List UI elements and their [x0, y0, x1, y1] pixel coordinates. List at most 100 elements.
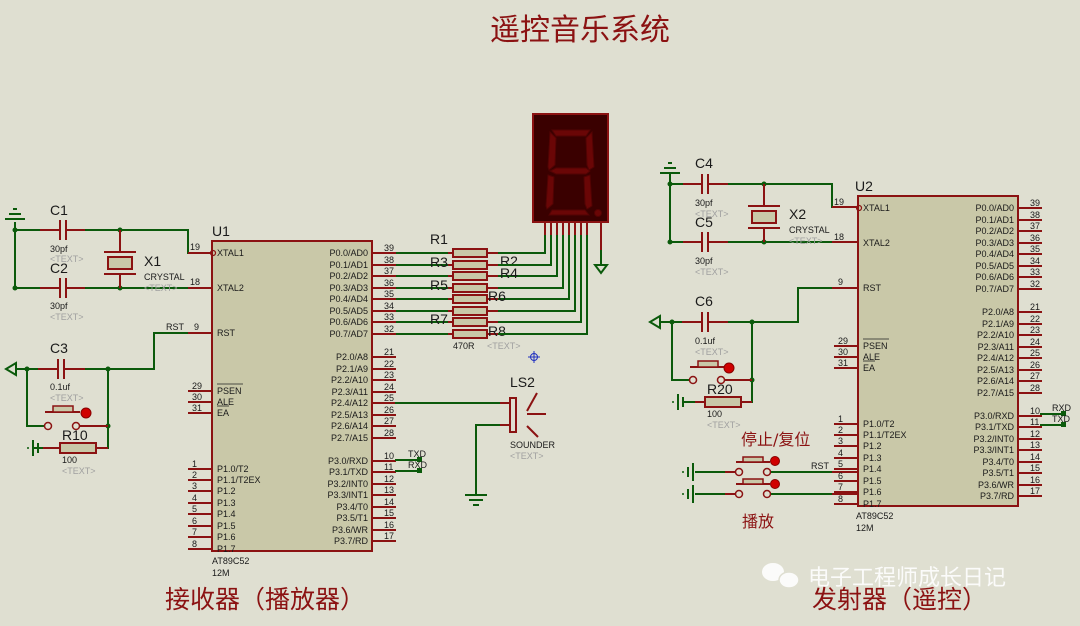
pin-label: P2.1/A9: [982, 319, 1014, 329]
svg-text:21: 21: [1030, 302, 1040, 312]
svg-text:电子工程师成长日记: 电子工程师成长日记: [808, 566, 1006, 591]
transmitter-caption: 发射器（遥控）: [812, 585, 987, 614]
svg-text:36: 36: [1030, 233, 1040, 243]
svg-text:35: 35: [1030, 244, 1040, 254]
svg-text:5: 5: [192, 504, 197, 514]
svg-text:30pf: 30pf: [695, 256, 713, 266]
svg-text:30: 30: [192, 392, 202, 402]
svg-text:18: 18: [190, 277, 200, 287]
svg-text:RXD: RXD: [1052, 403, 1072, 413]
svg-text:<TEXT>: <TEXT>: [50, 254, 84, 264]
svg-text:12: 12: [384, 474, 394, 484]
receiver-caption: 接收器（播放器）: [165, 585, 365, 614]
svg-text:17: 17: [1030, 486, 1040, 496]
svg-text:31: 31: [192, 403, 202, 413]
pin-label: P3.6/WR: [332, 525, 369, 535]
svg-text:37: 37: [384, 266, 394, 276]
svg-text:14: 14: [384, 497, 394, 507]
svg-text:12: 12: [1030, 429, 1040, 439]
pin-label: P0.7/AD7: [975, 284, 1014, 294]
svg-text:32: 32: [1030, 279, 1040, 289]
reset-button-transmitter[interactable]: [688, 360, 753, 385]
svg-text:R5: R5: [430, 277, 448, 293]
svg-text:26: 26: [384, 405, 394, 415]
pin-label: P3.1/TXD: [975, 422, 1015, 432]
svg-text:38: 38: [1030, 210, 1040, 220]
svg-text:8: 8: [838, 494, 843, 504]
svg-text:0.1uf: 0.1uf: [50, 382, 71, 392]
seven-segment-display: [532, 113, 609, 275]
svg-text:8: 8: [192, 539, 197, 549]
pin-label: P3.1/TXD: [329, 467, 369, 477]
pin-label: P2.3/A11: [978, 342, 1014, 352]
reset-button-receiver[interactable]: [43, 405, 109, 431]
pin-label: P0.7/AD7: [329, 329, 368, 339]
svg-text:21: 21: [384, 347, 394, 357]
pin-label: P1.4: [863, 464, 882, 474]
svg-text:RXD: RXD: [408, 460, 428, 470]
resistor-r7: R7: [430, 311, 498, 327]
svg-text:CRYSTAL: CRYSTAL: [144, 272, 185, 282]
capacitor-c5: C5 30pf <TEXT>: [670, 214, 729, 277]
svg-text:12M: 12M: [856, 523, 874, 533]
pin-label: P3.4/T0: [982, 457, 1014, 467]
stop-reset-button[interactable]: [695, 456, 858, 477]
pin-label: P0.4/AD4: [329, 294, 368, 304]
pin-label: XTAL2: [863, 238, 890, 248]
svg-text:22: 22: [1030, 314, 1040, 324]
ground-icon: [465, 494, 487, 506]
transmitter-circuit: C4 30pf <TEXT> C5 30pf <TEXT> X2 CRYST: [648, 155, 1072, 533]
pin-label: P2.2/A10: [331, 375, 368, 385]
svg-text:R8: R8: [488, 323, 506, 339]
svg-text:<TEXT>: <TEXT>: [789, 236, 823, 246]
pin-label: P1.4: [217, 509, 236, 519]
svg-text:R6: R6: [488, 288, 506, 304]
pin-label: P0.1/AD1: [329, 260, 368, 270]
pin-label: EA: [217, 408, 229, 418]
play-button[interactable]: [695, 478, 858, 499]
svg-text:16: 16: [384, 520, 394, 530]
cursor-crosshair-icon: [528, 351, 540, 363]
resistor-r1: R1: [430, 231, 498, 258]
pin-label: P1.2: [217, 486, 236, 496]
pin-label: P1.1/T2EX: [863, 430, 907, 440]
svg-text:1: 1: [192, 459, 197, 469]
pin-18: XTAL2: [863, 238, 890, 248]
pin-label: P2.5/A13: [977, 365, 1014, 375]
svg-text:7: 7: [838, 482, 843, 492]
pin-label: P2.0/A8: [336, 352, 368, 362]
pin-label: P3.5/T1: [982, 468, 1014, 478]
svg-text:<TEXT>: <TEXT>: [695, 209, 729, 219]
svg-text:36: 36: [384, 278, 394, 288]
crystal-x1: X1 CRYSTAL <TEXT>: [104, 230, 185, 293]
svg-text:C5: C5: [695, 214, 713, 230]
crystal-x2: X2 CRYSTAL <TEXT>: [748, 184, 830, 246]
pin-label: P3.3/INT1: [973, 445, 1014, 455]
svg-text:<TEXT>: <TEXT>: [487, 341, 521, 351]
capacitor-c4: C4 30pf <TEXT>: [670, 155, 729, 219]
resistor-r4: R4: [448, 265, 518, 293]
